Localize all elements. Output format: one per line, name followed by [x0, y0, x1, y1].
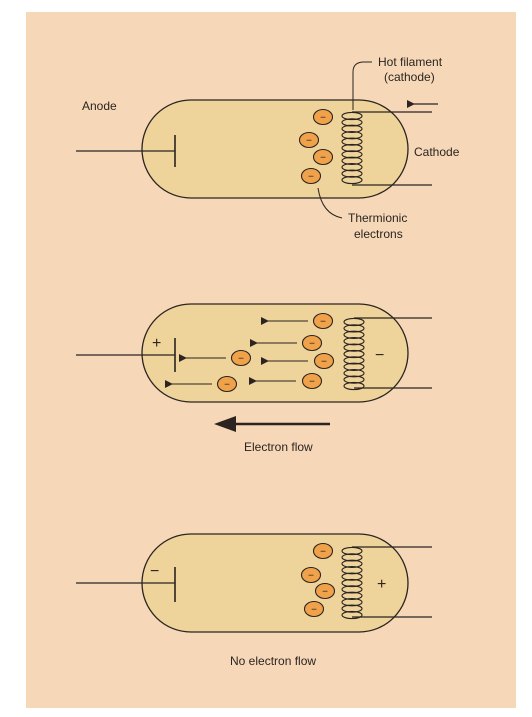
electron-charge-sign: −: [322, 587, 328, 598]
middle-tube-group: + − − − − − − − Electron flow: [76, 303, 432, 454]
electron-charge-sign: −: [306, 136, 312, 147]
top-thermionic-label-line1: Thermionic: [348, 211, 407, 225]
electron-circle: [303, 600, 325, 618]
electron-charge-sign: −: [309, 377, 315, 388]
electron-circle: [298, 131, 320, 149]
top-tube-group: Anode Hot filament (cathode) Cathode The…: [76, 55, 460, 241]
bottom-tube-group: − + − − − − No electron flow: [76, 533, 432, 668]
top-electron: −: [312, 148, 334, 166]
electron-charge-sign: −: [308, 172, 314, 183]
top-thermionic-leader-line: [317, 187, 343, 219]
filament-loop: [343, 362, 365, 371]
electron-circle: [314, 582, 336, 600]
electron-flow-arrow-head: [214, 416, 236, 432]
middle-electron: −: [312, 312, 334, 330]
bottom-electron: −: [300, 566, 322, 584]
filament-loop: [343, 369, 365, 378]
filament-loop: [341, 559, 363, 568]
filament-loop: [341, 131, 363, 140]
filament-loop: [341, 598, 363, 607]
bottom-cathode-sign: +: [377, 576, 386, 593]
filament-loop: [343, 349, 365, 359]
filament-loop: [341, 566, 363, 575]
bottom-electron: −: [314, 582, 336, 600]
electron-circle: [312, 312, 334, 330]
filament-loop: [341, 124, 363, 133]
filament-loop: [341, 578, 363, 588]
filament-loop: [341, 553, 363, 562]
filament-loop: [343, 330, 365, 339]
filament-loop: [341, 585, 363, 594]
top-filament-label-line2: (cathode): [384, 70, 435, 84]
filament-loop: [343, 381, 365, 391]
middle-electron: −: [216, 375, 238, 393]
filament-loop: [343, 337, 365, 346]
top-electron: −: [298, 131, 320, 149]
filament-loop: [343, 356, 365, 365]
middle-electron: −: [301, 372, 323, 390]
bottom-caption: No electron flow: [230, 654, 316, 668]
electron-circle: [301, 372, 323, 390]
bottom-electron: −: [312, 542, 334, 560]
electron-charge-sign: −: [321, 357, 327, 368]
top-anode-label: Anode: [82, 99, 117, 113]
filament-loop: [341, 137, 363, 146]
middle-caption: Electron flow: [244, 440, 313, 454]
filament-loop: [341, 604, 363, 613]
top-filament-leader-line: [352, 61, 372, 110]
electron-circle: [300, 167, 322, 185]
electron-charge-sign: −: [320, 153, 326, 164]
top-electron: −: [300, 167, 322, 185]
top-tube-body: [141, 99, 409, 199]
middle-electron: −: [230, 349, 252, 367]
electron-charge-sign: −: [224, 380, 230, 391]
middle-anode-sign: +: [152, 335, 161, 352]
filament-loop: [341, 572, 363, 581]
filament-loop: [341, 156, 363, 165]
top-electron: −: [312, 108, 334, 126]
electron-circle: [216, 375, 238, 393]
filament-loop: [341, 591, 363, 600]
filament-loop: [341, 150, 363, 159]
middle-electron: −: [301, 334, 323, 352]
top-filament-label-line1: Hot filament: [378, 55, 443, 69]
filament-loop: [341, 163, 363, 172]
electron-charge-sign: −: [320, 547, 326, 558]
electron-circle: [230, 349, 252, 367]
middle-cathode-sign: −: [375, 347, 384, 364]
electron-charge-sign: −: [320, 113, 326, 124]
filament-loop: [341, 143, 363, 153]
bottom-electron: −: [303, 600, 325, 618]
electron-charge-sign: −: [308, 571, 314, 582]
electron-charge-sign: −: [238, 354, 244, 365]
top-filament-coil: [341, 111, 363, 185]
bottom-filament-coil: [341, 546, 363, 620]
electron-circle: [312, 108, 334, 126]
middle-tube-body: [141, 303, 409, 403]
filament-loop: [341, 175, 363, 185]
electron-circle: [312, 542, 334, 560]
filament-loop: [343, 375, 365, 384]
filament-loop: [341, 118, 363, 127]
electron-charge-sign: −: [311, 605, 317, 616]
electron-charge-sign: −: [309, 339, 315, 350]
electron-circle: [300, 566, 322, 584]
electron-circle: [313, 352, 335, 370]
bottom-anode-sign: −: [150, 563, 159, 580]
middle-electron: −: [313, 352, 335, 370]
electron-circle: [312, 148, 334, 166]
filament-loop: [341, 610, 363, 620]
electron-circle: [301, 334, 323, 352]
filament-loop: [343, 343, 365, 352]
filament-loop: [341, 169, 363, 178]
top-thermionic-label-line2: electrons: [354, 227, 403, 241]
electron-charge-sign: −: [320, 317, 326, 328]
filament-loop: [343, 324, 365, 333]
top-cathode-label: Cathode: [414, 145, 460, 159]
middle-filament-coil: [343, 317, 365, 391]
